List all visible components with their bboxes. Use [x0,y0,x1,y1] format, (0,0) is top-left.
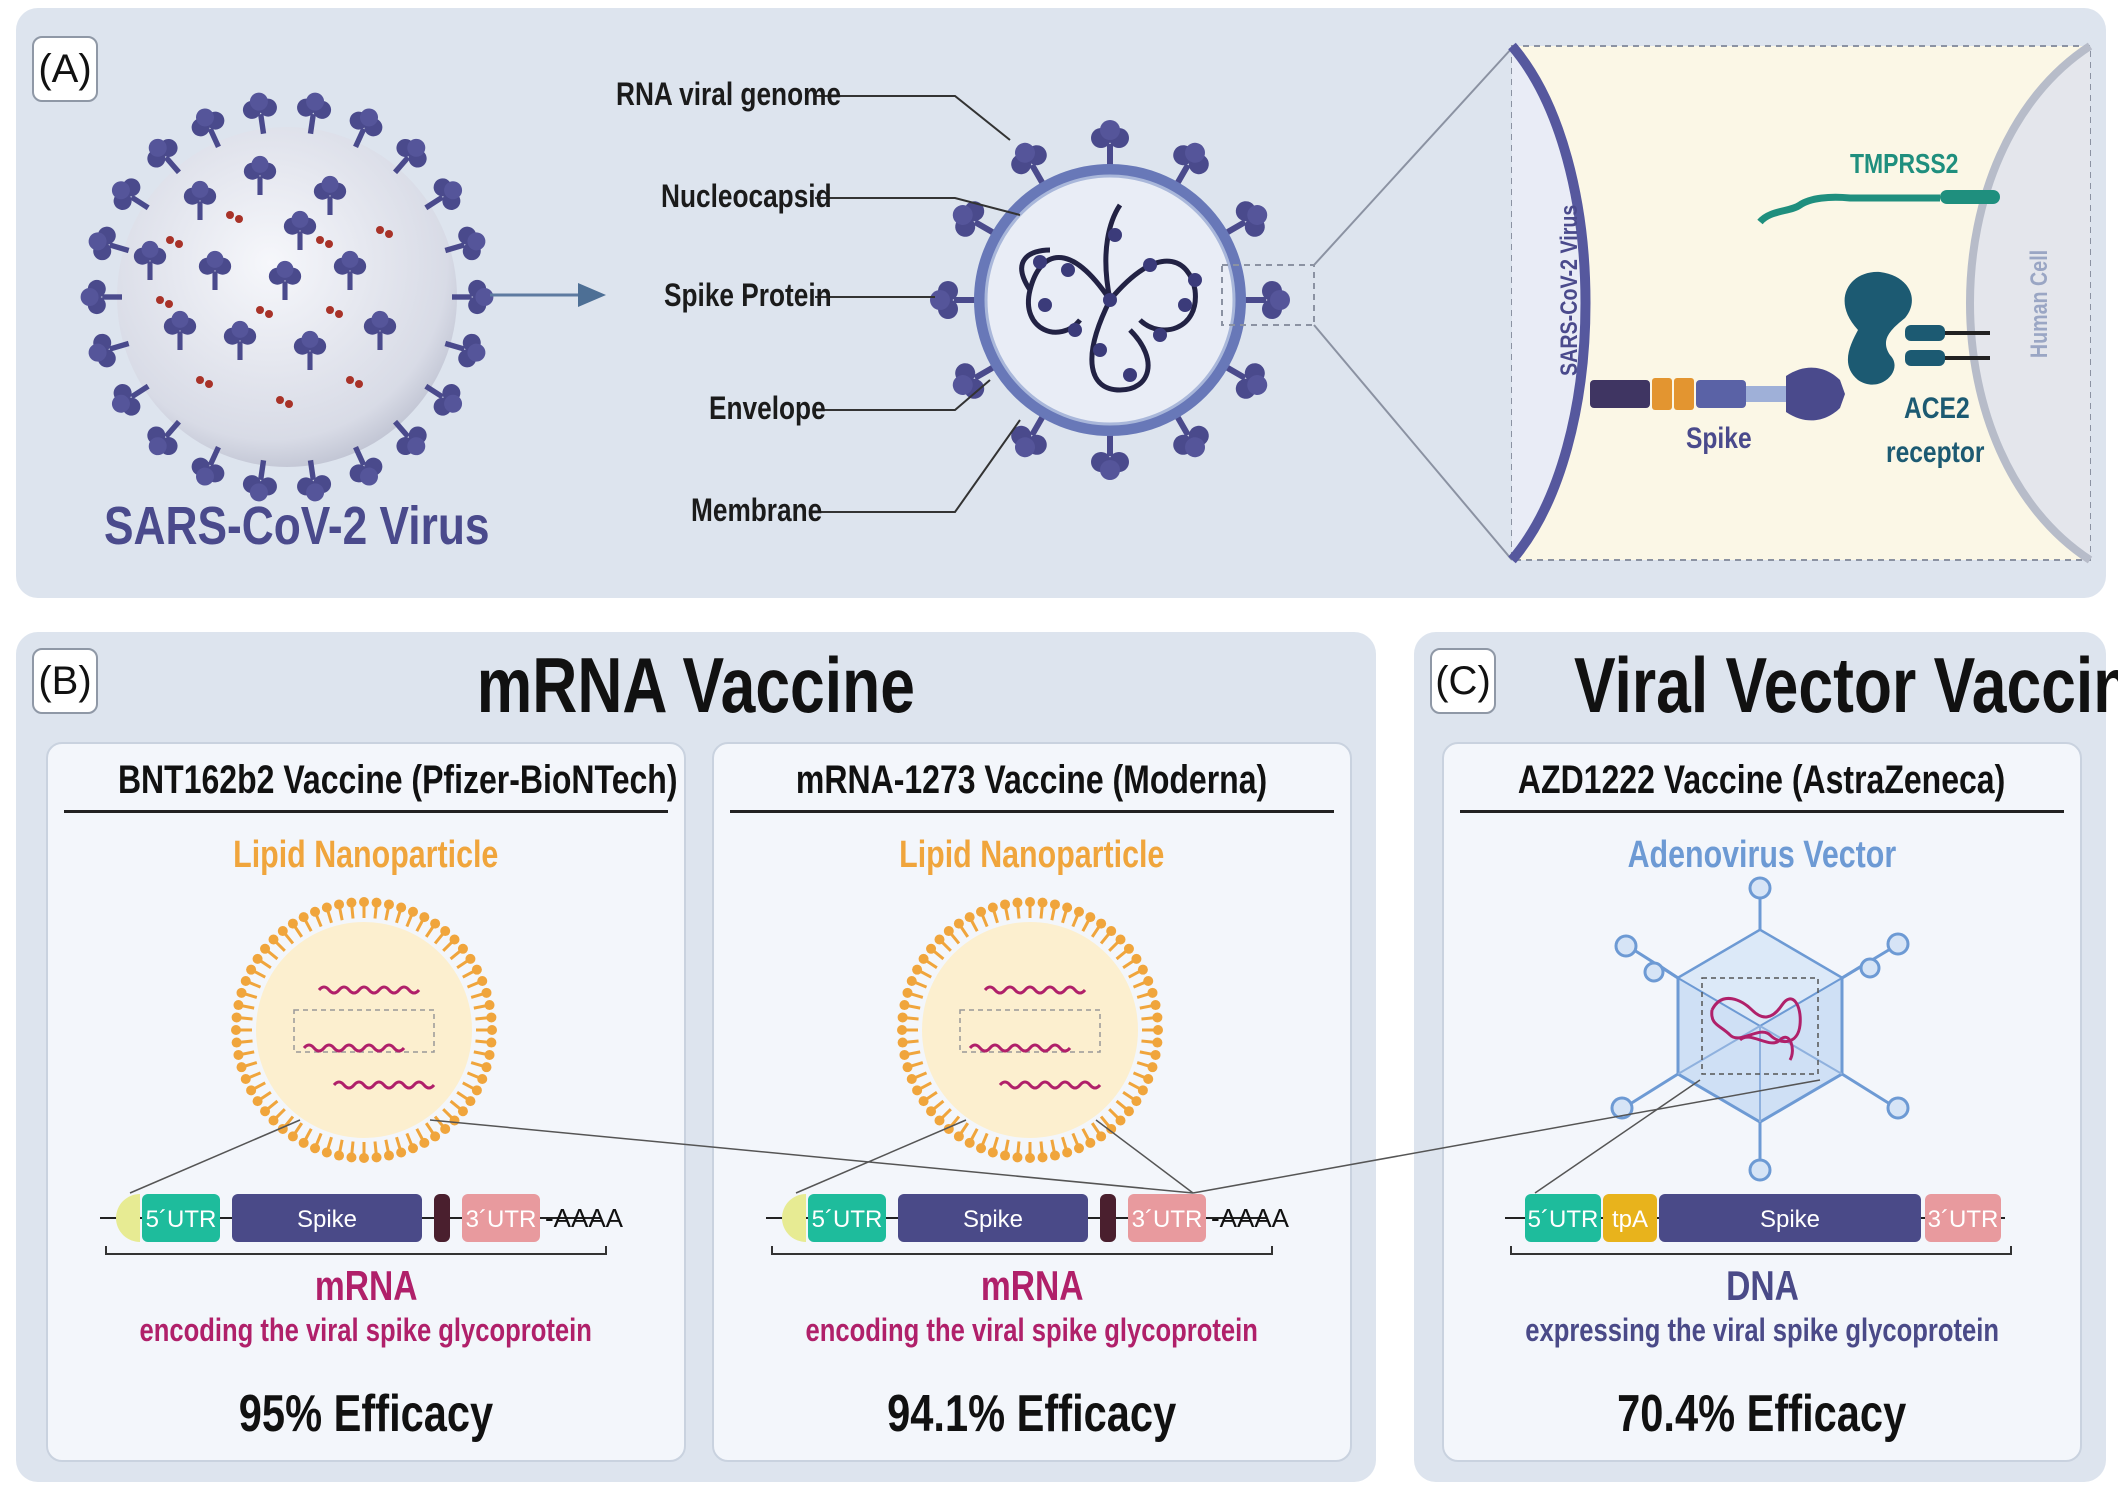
spike-segment-label: Spike [963,1206,1023,1233]
utr5-segment [808,1194,886,1242]
utr5-segment [142,1194,220,1242]
inset-tmprss2-label: TMPRSS2 [1850,148,1959,179]
molecule-description: encoding the viral spike glycoprotein [139,1312,593,1348]
spike-segment [1659,1194,1921,1242]
utr5-segment-label: 5´UTR [812,1206,883,1233]
stop-segment [434,1194,450,1242]
poly-a-tail-label: -AAAA [545,1203,624,1233]
label-rna-viral-genome: RNA viral genome [616,76,842,112]
molecule-label: mRNA [980,1262,1084,1309]
utr3-segment [462,1194,540,1242]
lipid-nanoparticle-2 [897,897,1163,1163]
inset-spike-label: Spike [1686,422,1752,455]
molecule-label: DNA [1725,1262,1799,1309]
utr3-segment-label: 3´UTR [1132,1206,1203,1233]
utr3-segment-label: 3´UTR [1928,1206,1999,1233]
utr3-segment [1128,1194,1206,1242]
label-spike-protein: Spike Protein [664,277,832,313]
stop-segment [1100,1194,1116,1242]
molecule-description: expressing the viral spike glycoprotein [1525,1312,1999,1348]
utr5-segment-label: 5´UTR [1528,1206,1599,1233]
panel-b-title: mRNA Vaccine [476,641,916,729]
vaccine-card-astrazeneca: AZD1222 Vaccine (AstraZeneca) Adenovirus… [1442,742,2082,1462]
lipid-nanoparticle-1 [231,897,497,1163]
tpa-segment [1603,1194,1657,1242]
carrier-label: Lipid Nanoparticle [233,834,499,876]
label-membrane: Membrane [691,492,823,528]
label-nucleocapsid: Nucleocapsid [661,178,832,214]
tpa-segment-label: tpA [1612,1206,1648,1233]
efficacy-label: 94.1% Efficacy [887,1385,1177,1443]
vaccine-name: mRNA-1273 Vaccine (Moderna) [796,758,1268,802]
efficacy-label: 95% Efficacy [238,1385,494,1443]
vaccine-name: BNT162b2 Vaccine (Pfizer-BioNTech) [117,758,678,802]
utr5-segment-label: 5´UTR [146,1206,217,1233]
virus-title: SARS-CoV-2 Virus [104,496,490,556]
panel-a-tag: (A) [32,36,98,102]
spike-segment-label: Spike [297,1206,357,1233]
vaccine-name: AZD1222 Vaccine (AstraZeneca) [1518,758,2006,802]
utr3-segment [1925,1194,2001,1242]
adenovirus-vector [1610,876,1910,1182]
inset-ace2-label: ACE2 [1904,392,1970,425]
inset-receptor-label: receptor [1886,436,1985,469]
molecule-description: encoding the viral spike glycoprotein [805,1312,1259,1348]
utr3-segment-label: 3´UTR [466,1206,537,1233]
carrier-label: Adenovirus Vector [1627,834,1897,876]
spike-segment [898,1194,1088,1242]
utr5-segment [1525,1194,1601,1242]
spike-segment [232,1194,422,1242]
panel-b-tag: (B) [32,648,98,714]
poly-a-tail-label: -AAAA [1211,1203,1290,1233]
panel-c-tag: (C) [1430,648,1496,714]
spike-segment-label: Spike [1760,1206,1820,1233]
molecule-label: mRNA [314,1262,418,1309]
label-envelope: Envelope [709,390,826,426]
carrier-label: Lipid Nanoparticle [899,834,1165,876]
panel-c-title: Viral Vector Vaccine [1574,641,2118,729]
efficacy-label: 70.4% Efficacy [1617,1385,1907,1443]
